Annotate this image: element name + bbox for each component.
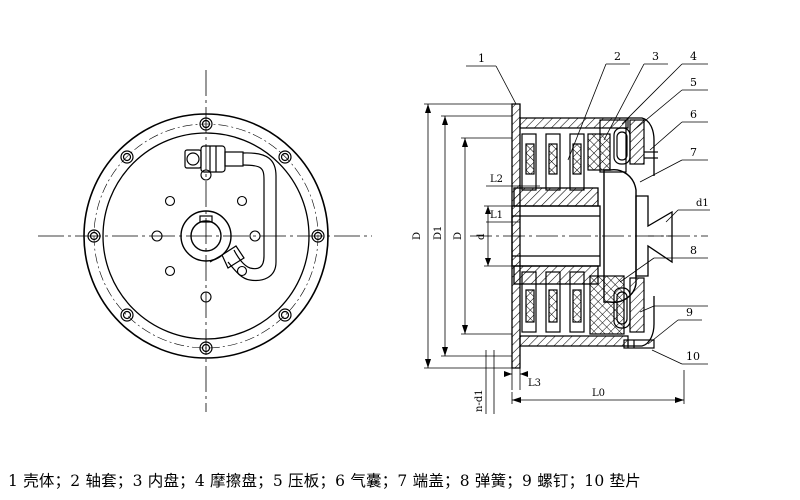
shaft-sleeve (511, 187, 601, 285)
front-flange-circle (102, 132, 310, 340)
dim-L3: L3 (528, 378, 541, 389)
dim-holes: n-d1 (474, 389, 485, 412)
air-bladder-bottom (613, 277, 655, 349)
callout-numbers: 1 2 3 4 5 6 7 8 9 10 (478, 50, 700, 363)
callout-4: 4 (690, 50, 697, 63)
front-outer-holes (87, 117, 325, 355)
dim-D1: D1 (433, 226, 444, 240)
front-hub-bore (190, 220, 222, 252)
front-hub-outer (180, 210, 232, 262)
front-air-fitting (184, 145, 277, 282)
callout-3: 3 (652, 50, 659, 63)
friction-discs-bottom (521, 271, 625, 335)
dim-d: d (476, 233, 487, 240)
callout-2: 2 (614, 50, 621, 63)
dim-L1: L1 (490, 210, 503, 221)
callout-8: 8 (690, 244, 697, 257)
callout-leaders (466, 63, 710, 365)
dim-L2: L2 (490, 174, 503, 185)
dim-D-inner: D (453, 232, 464, 240)
front-keyway (199, 215, 213, 223)
dim-D-outer: D (412, 232, 423, 240)
front-outer-circle (83, 113, 329, 359)
dimension-labels: D D1 D d d1 L2 L1 L3 L0 n-d1 (412, 174, 709, 412)
front-bolt-circle (93, 123, 319, 349)
front-inner-holes (151, 169, 261, 303)
air-bladder-top (613, 119, 658, 165)
dimension-arrows (425, 104, 684, 403)
callout-7: 7 (690, 146, 697, 159)
callout-5: 5 (690, 76, 697, 89)
housing-flange (511, 103, 521, 369)
callout-9: 9 (686, 306, 693, 319)
housing-bottom (519, 335, 629, 347)
section-view (424, 63, 710, 414)
callout-1: 1 (478, 52, 485, 65)
friction-discs-top (521, 119, 627, 191)
front-view (38, 70, 372, 412)
dim-L0: L0 (592, 388, 605, 399)
parts-legend: 1 壳体；2 轴套；3 内盘；4 摩擦盘；5 压板；6 气囊；7 端盖；8 弹簧… (8, 472, 641, 490)
callout-6: 6 (690, 108, 697, 121)
dim-d1: d1 (696, 198, 709, 209)
callout-10: 10 (686, 350, 700, 363)
